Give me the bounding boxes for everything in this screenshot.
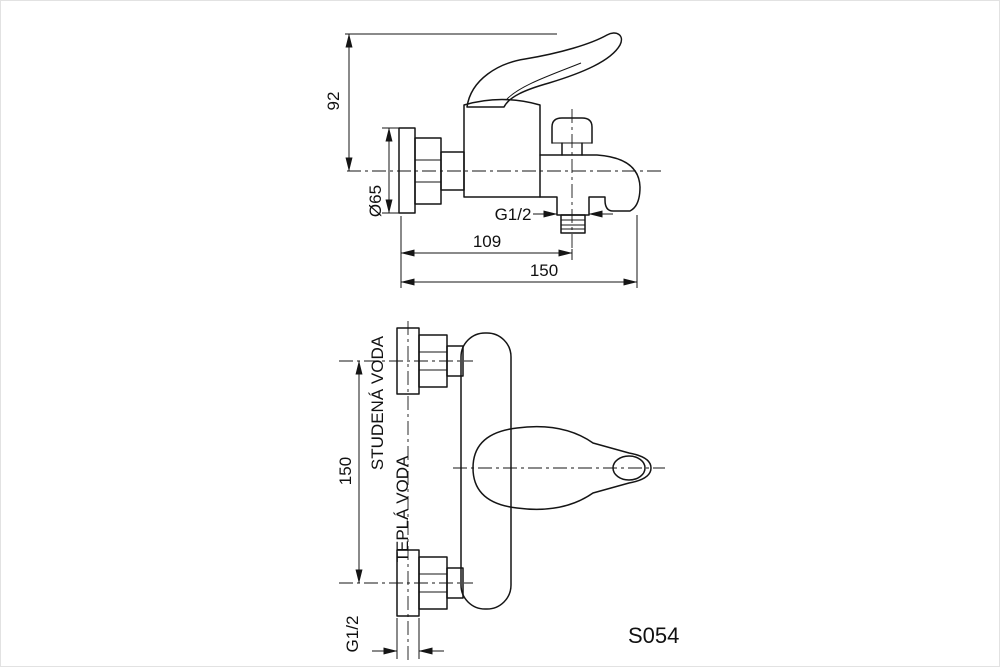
handle-tip-cap bbox=[612, 455, 646, 481]
dimension-109: 109 bbox=[400, 216, 573, 288]
connection-neck bbox=[446, 345, 464, 377]
shower-outlet bbox=[560, 214, 586, 234]
dimension-g12-label: G1/2 bbox=[495, 205, 532, 224]
side-view: 92 Ø65 G1/2 109 150 bbox=[324, 32, 661, 288]
dimension-flange-label: Ø65 bbox=[366, 185, 385, 217]
dimension-thread-plan: G1/2 bbox=[343, 616, 444, 659]
handle-plan bbox=[472, 425, 652, 511]
dimension-shower-thread: G1/2 bbox=[495, 205, 613, 224]
plan-view-centerlines bbox=[339, 321, 665, 663]
hot-water-label: TEPLÁ VODA bbox=[393, 455, 412, 562]
handle-lever bbox=[466, 32, 623, 108]
dimension-150-label: 150 bbox=[530, 261, 558, 280]
spout bbox=[539, 154, 641, 216]
dimension-spacing-label: 150 bbox=[336, 457, 355, 485]
dimension-92-label: 92 bbox=[324, 92, 343, 111]
connection-neck bbox=[446, 567, 464, 599]
cold-water-connection bbox=[396, 327, 464, 395]
handle-detail-line bbox=[506, 62, 582, 100]
dimension-thread-label: G1/2 bbox=[343, 616, 362, 653]
wall-flange bbox=[398, 127, 416, 214]
shower-thread-nipple bbox=[560, 214, 586, 234]
dimension-109-label: 109 bbox=[473, 232, 501, 251]
dimension-flange-diameter: Ø65 bbox=[366, 127, 399, 217]
diverter-knob bbox=[551, 117, 593, 156]
dimension-92: 92 bbox=[324, 33, 557, 172]
diverter-cap bbox=[551, 117, 593, 144]
model-code: S054 bbox=[628, 623, 679, 648]
handle-outline bbox=[466, 32, 623, 108]
side-view-centerlines bbox=[347, 109, 661, 249]
hot-water-connection bbox=[396, 549, 464, 617]
faucet-body-plan bbox=[460, 332, 512, 610]
dimension-150-side: 150 bbox=[400, 215, 638, 288]
dimension-150-plan: 150 bbox=[336, 360, 363, 584]
plan-view: 150 STUDENÁ VODA TEPLÁ VODA G1/2 bbox=[336, 321, 665, 663]
cold-water-label: STUDENÁ VODA bbox=[368, 335, 387, 470]
handle-outline-plan bbox=[472, 425, 652, 511]
faucet-body bbox=[463, 98, 541, 198]
wall-connection bbox=[398, 127, 465, 214]
